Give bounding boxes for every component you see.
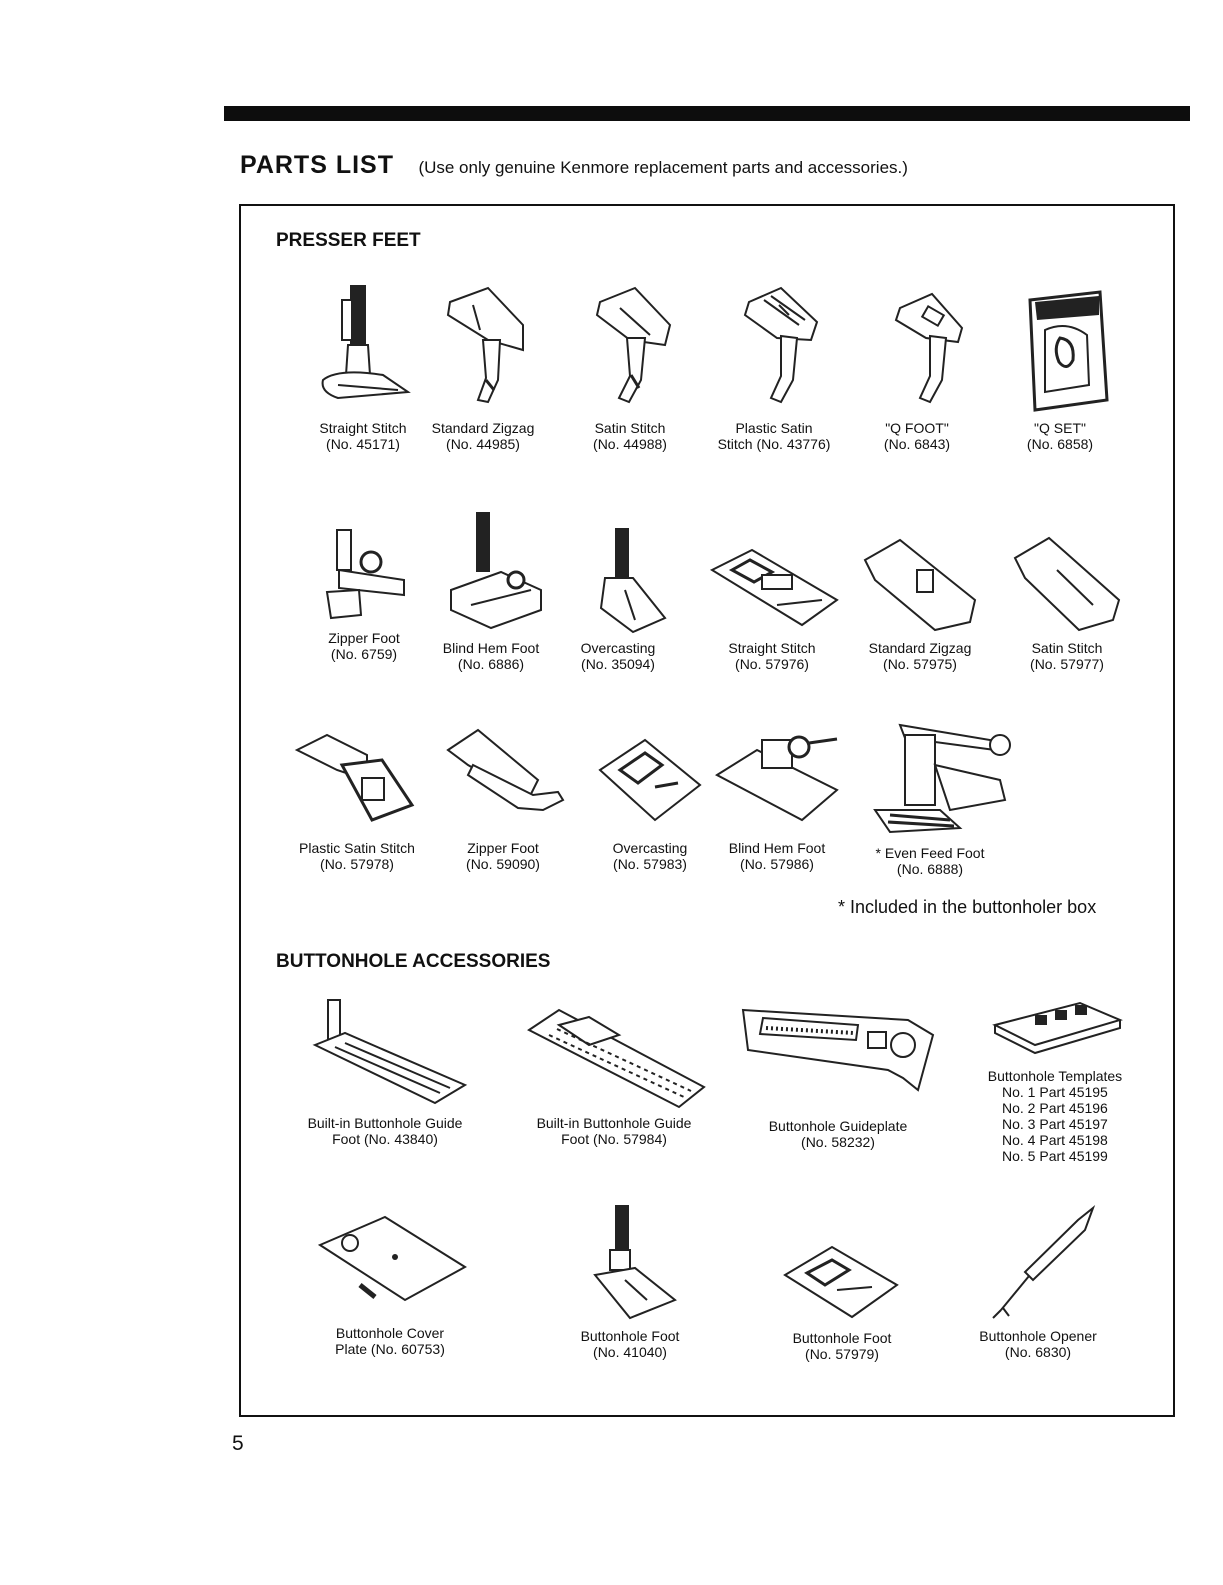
part-q-set-6858: "Q SET" (No. 6858) xyxy=(980,280,1140,452)
seam-ripper-icon xyxy=(992,1204,1096,1319)
zipper-foot-icon xyxy=(325,529,405,620)
part-satin-stitch-44988: Satin Stitch (No. 44988) xyxy=(550,280,710,452)
blind-hem-snap-foot-icon xyxy=(714,735,839,822)
zigzag-snap-foot-icon xyxy=(863,538,977,632)
satin-foot-icon xyxy=(595,286,672,404)
buttonhole-guideplate-icon xyxy=(741,1008,935,1092)
plastic-satin-snap-foot-icon xyxy=(294,733,415,822)
part-standard-zigzag-44985: Standard Zigzag (No. 44985) xyxy=(403,280,563,452)
zipper-snap-foot-icon xyxy=(446,728,565,812)
even-feed-foot-icon xyxy=(873,723,1011,834)
buttonhole-snap-foot-icon xyxy=(783,1245,899,1319)
overcasting-foot-icon xyxy=(599,528,667,634)
part-buttonhole-opener-6830: Buttonhole Opener (No. 6830) xyxy=(958,1200,1118,1360)
presser-feet-heading: PRESSER FEET xyxy=(276,230,421,251)
part-even-feed-foot-6888: * Even Feed Foot (No. 6888) xyxy=(850,710,1011,877)
zigzag-foot-icon xyxy=(446,286,524,404)
page-number: 5 xyxy=(232,1432,244,1455)
buttonhole-accessories-heading: BUTTONHOLE ACCESSORIES xyxy=(276,951,551,972)
page-header: PARTS LIST (Use only genuine Kenmore rep… xyxy=(240,151,908,180)
part-buttonhole-foot-57979: Buttonhole Foot (No. 57979) xyxy=(757,1235,927,1362)
buttonhole-guide-snap-foot-icon xyxy=(527,1008,706,1109)
part-buttonhole-templates: Buttonhole Templates No. 1 Part 45195 No… xyxy=(960,995,1150,1185)
part-plastic-satin-43776: Plastic Satin Stitch (No. 43776) xyxy=(694,280,854,452)
part-overcasting-35094: Overcasting (No. 35094) xyxy=(538,510,698,672)
blind-hem-foot-icon xyxy=(450,512,542,630)
part-buttonhole-foot-41040: Buttonhole Foot (No. 41040) xyxy=(545,1200,715,1360)
part-zipper-foot-6759: Zipper Foot (No. 6759) xyxy=(284,510,444,662)
page-subtitle: (Use only genuine Kenmore replacement pa… xyxy=(418,158,908,177)
satin-snap-foot-icon xyxy=(1013,536,1121,632)
part-plastic-satin-57978: Plastic Satin Stitch (No. 57978) xyxy=(277,720,437,872)
plastic-satin-foot-icon xyxy=(743,286,819,404)
buttonhole-foot-icon xyxy=(593,1205,677,1320)
parts-frame xyxy=(239,204,1175,1417)
buttonhole-templates-icon xyxy=(992,1001,1123,1055)
part-straight-stitch-45171: Straight Stitch (No. 45171) xyxy=(283,280,443,452)
part-standard-zigzag-57975: Standard Zigzag (No. 57975) xyxy=(840,530,1000,672)
buttonholer-box-note: * Included in the buttonholer box xyxy=(838,897,1097,917)
part-blind-hem-57986: Blind Hem Foot (No. 57986) xyxy=(697,725,857,872)
part-satin-stitch-57977: Satin Stitch (No. 57977) xyxy=(987,530,1147,672)
part-buttonhole-guideplate-58232: Buttonhole Guideplate (No. 58232) xyxy=(738,990,938,1150)
part-overcasting-57983: Overcasting (No. 57983) xyxy=(570,725,730,872)
part-zipper-foot-59090: Zipper Foot (No. 59090) xyxy=(423,720,583,872)
cover-plate-icon xyxy=(317,1215,467,1302)
part-buttonhole-cover-plate-60753: Buttonhole Cover Plate (No. 60753) xyxy=(300,1205,480,1357)
q-set-box-icon xyxy=(1028,290,1109,412)
part-q-foot-6843: "Q FOOT" (No. 6843) xyxy=(837,280,997,452)
overcasting-snap-foot-icon xyxy=(598,738,702,822)
part-blind-hem-foot-6886: Blind Hem Foot (No. 6886) xyxy=(411,510,571,672)
part-buttonhole-guide-foot-57984: Built-in Buttonhole Guide Foot (No. 5798… xyxy=(514,995,714,1147)
template-part-list: No. 1 Part 45195 No. 2 Part 45196 No. 3 … xyxy=(1002,1084,1108,1164)
straight-stitch-snap-foot-icon xyxy=(709,548,839,627)
straight-stitch-foot-icon xyxy=(321,285,411,400)
buttonhole-guide-foot-icon xyxy=(312,999,468,1105)
part-buttonhole-guide-foot-43840: Built-in Buttonhole Guide Foot (No. 4384… xyxy=(285,995,485,1147)
part-straight-stitch-57976: Straight Stitch (No. 57976) xyxy=(692,530,852,672)
header-rule xyxy=(224,106,1190,121)
page-title: PARTS LIST xyxy=(240,151,394,179)
q-foot-icon xyxy=(894,292,964,404)
